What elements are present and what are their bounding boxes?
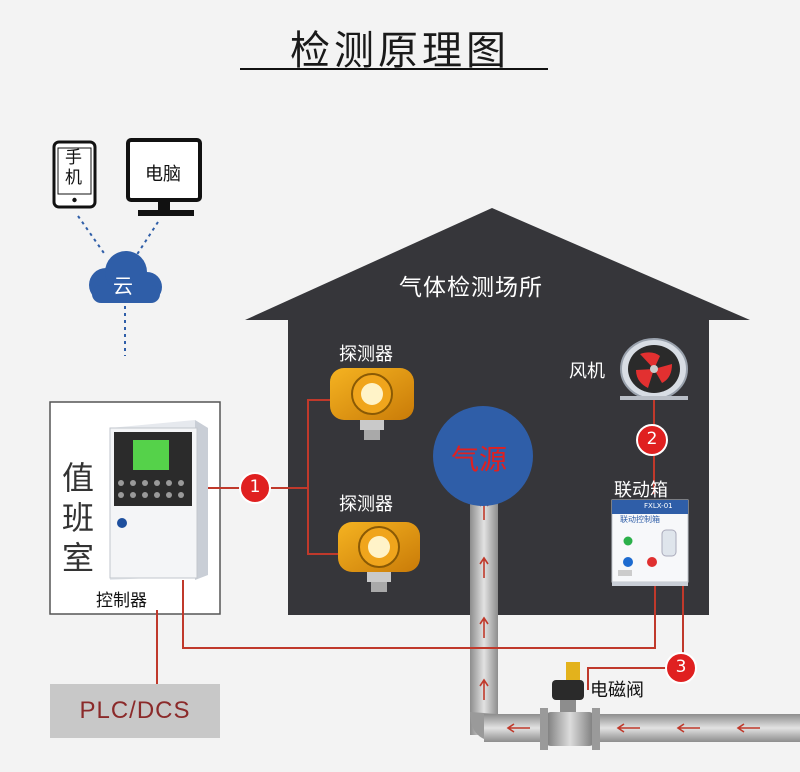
fan-device [620,338,688,400]
plc-dcs-label: PLC/DCS [79,697,191,724]
detector-bottom [338,522,420,592]
controller-label: 控制器 [96,591,147,611]
cloud-icon [89,251,162,303]
phone-cloud-link [77,215,107,257]
detector-top [330,368,414,440]
controller-device [109,420,208,580]
marker-3: 3 [675,657,687,677]
solenoid-valve-label: 电磁阀 [590,680,644,701]
gas-source-circle [433,406,533,506]
marker-2: 2 [646,429,658,449]
flow-arrows [479,498,760,733]
gas-source-label: 气源 [451,443,508,476]
marker-2-shape [636,424,668,456]
cloud-label: 云 [113,274,133,298]
marker-1: 1 [249,477,261,497]
house-roof [245,208,750,320]
linkage-panel-label: 联动控制箱 [620,515,660,524]
page-title: 检测原理图 [290,28,510,74]
marker-3-shape [665,652,697,684]
computer-icon [126,138,202,216]
title-underline [240,68,548,70]
linkage-box-label: 联动箱 [614,480,668,501]
phone-label: 手机 [65,148,82,188]
linkage-tag-label: FXLX-01 [644,502,673,510]
computer-cloud-link [135,221,159,257]
plc-dcs-box [50,684,220,738]
detector-bottom-label: 探测器 [339,494,393,515]
fan-label: 风机 [569,361,605,382]
detector-top-label: 探测器 [339,344,393,365]
phone-icon [52,140,97,209]
computer-label: 电脑 [145,164,181,185]
duty-room-label: 值班室 [62,459,95,577]
solenoid-valve-device [540,662,600,750]
site-label: 气体检测场所 [399,275,543,301]
linkage-box-device [611,499,689,586]
marker-1-shape [239,472,271,504]
